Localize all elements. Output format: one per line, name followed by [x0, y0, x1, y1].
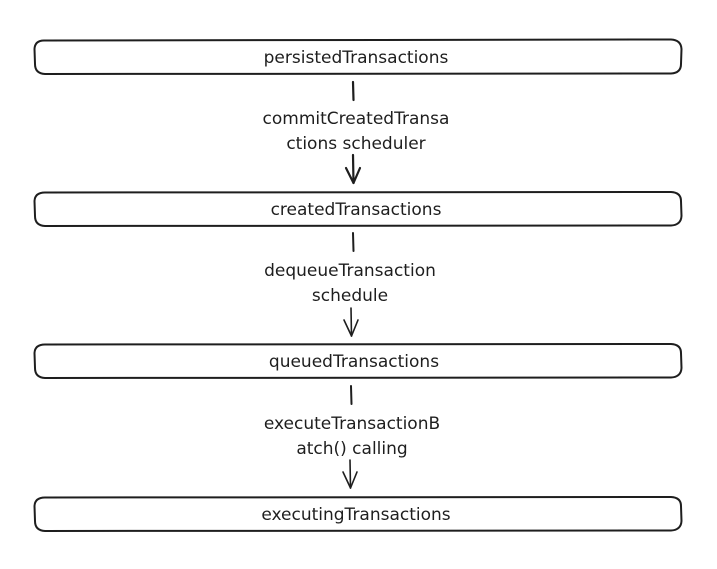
arrowhead-icon: [342, 471, 358, 489]
node-label: executingTransactions: [261, 505, 450, 525]
node-persisted-transactions[interactable]: persistedTransactions: [33, 38, 683, 75]
node-label: queuedTransactions: [269, 352, 439, 372]
edge-label-line: schedule: [312, 286, 388, 306]
edge-created-to-queued: dequeueTransaction schedule: [264, 232, 436, 337]
edge-persisted-to-created: commitCreatedTransa ctions scheduler: [263, 80, 450, 185]
edge-label-line: atch() calling: [296, 439, 407, 459]
node-label: createdTransactions: [271, 200, 442, 220]
edge-label-line: commitCreatedTransa: [263, 109, 450, 129]
edge-queued-to-executing: executeTransactionB atch() calling: [264, 385, 440, 489]
edge-label-line: ctions scheduler: [286, 134, 425, 154]
node-executing-transactions[interactable]: executingTransactions: [33, 496, 683, 532]
edge-label-line: dequeueTransaction: [264, 261, 436, 281]
edge-label-line: executeTransactionB: [264, 414, 440, 434]
node-created-transactions[interactable]: createdTransactions: [33, 191, 683, 227]
arrowhead-icon: [344, 166, 362, 185]
arrowhead-icon: [343, 319, 359, 337]
node-label: persistedTransactions: [264, 48, 449, 68]
node-queued-transactions[interactable]: queuedTransactions: [33, 343, 683, 379]
